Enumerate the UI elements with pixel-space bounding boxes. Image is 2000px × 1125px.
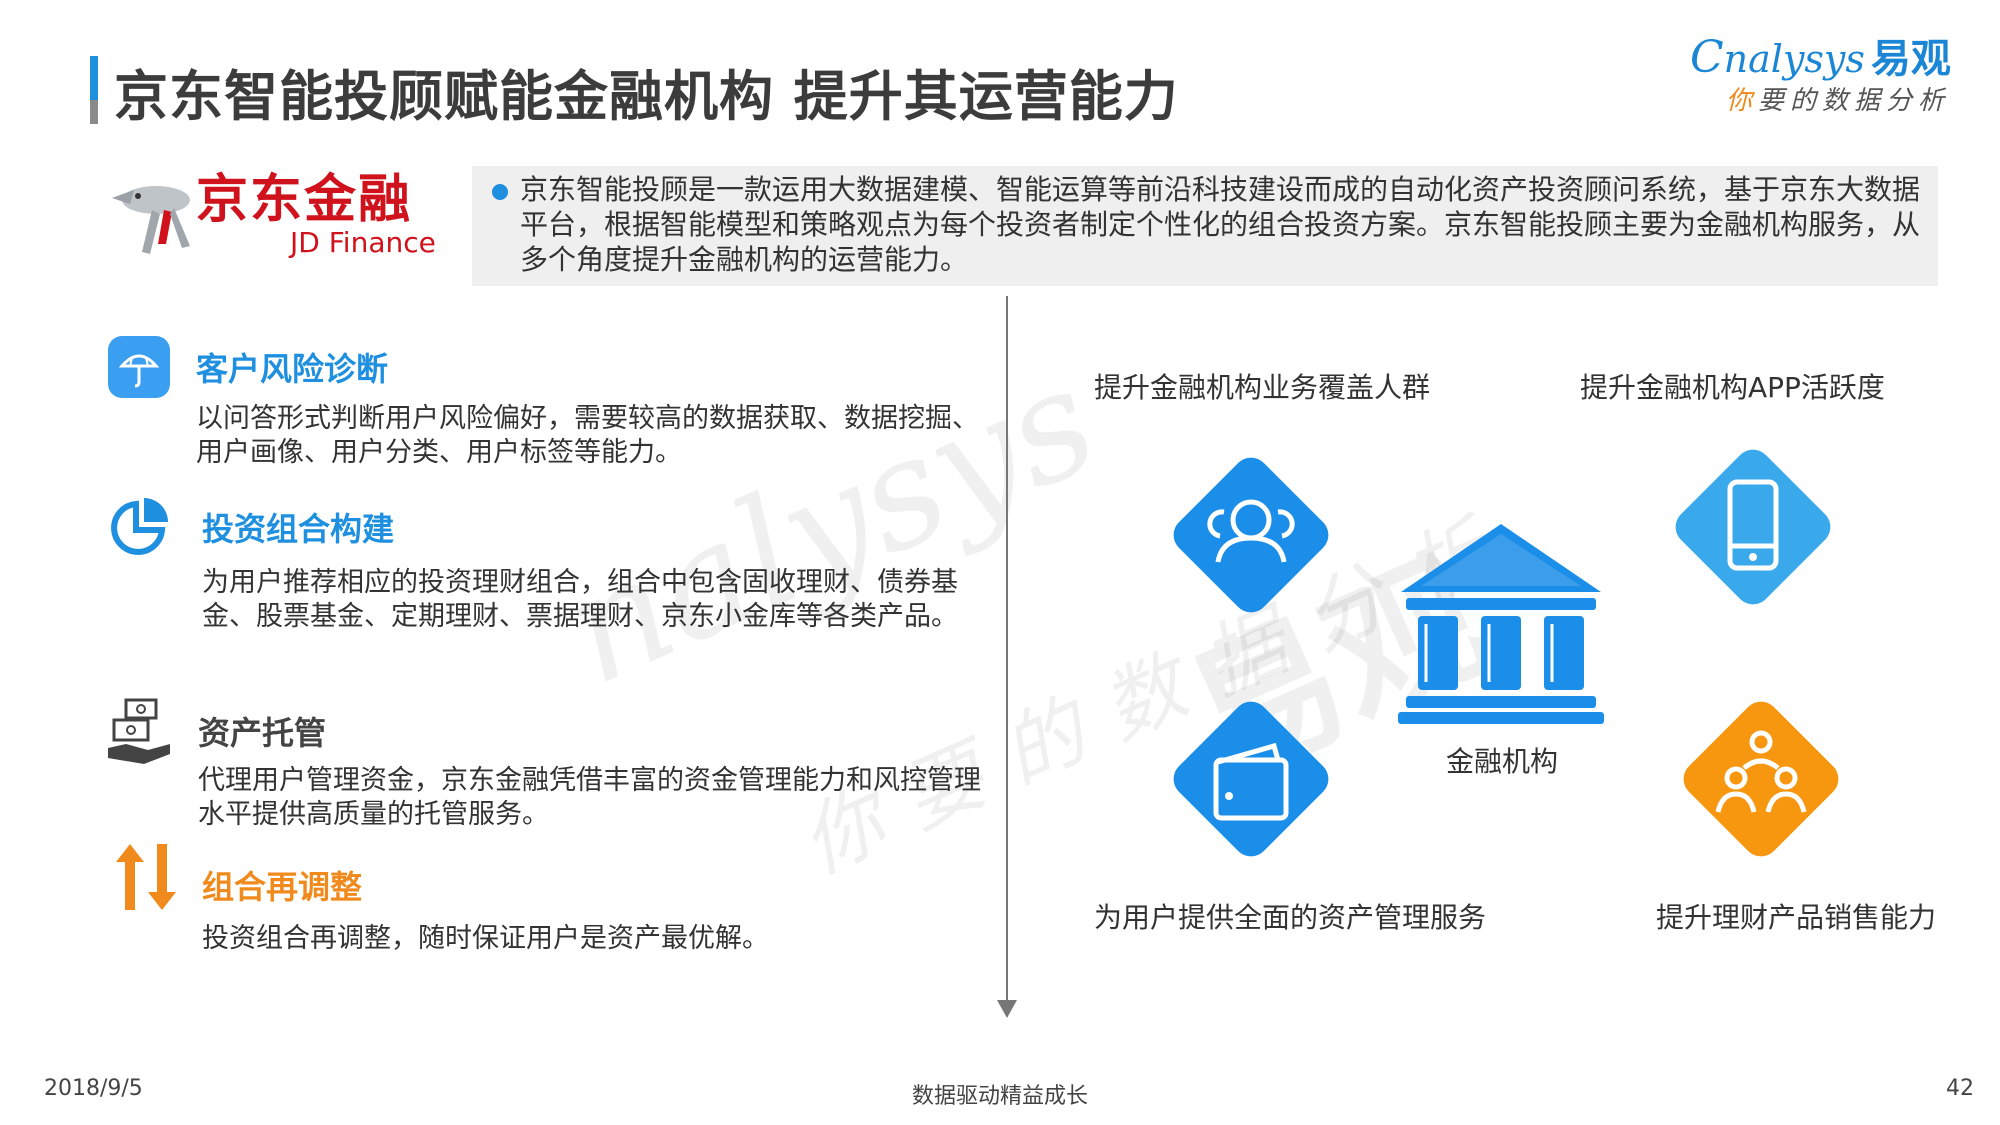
feature-title-custody: 资产托管 — [198, 714, 327, 752]
team-diamond — [1683, 701, 1839, 857]
up-down-arrows-icon — [116, 844, 176, 910]
vertical-divider — [1006, 296, 1008, 1006]
bank-icon — [1398, 524, 1604, 724]
feature-title-rebalance: 组合再调整 — [202, 868, 363, 906]
feature-desc-risk: 以问答形式判断用户风险偏好，需要较高的数据获取、数据挖掘、用户画像、用户分类、用… — [196, 403, 979, 468]
feature-title-portfolio: 投资组合构建 — [202, 510, 395, 548]
divider-arrow-icon — [997, 1000, 1017, 1018]
center-label: 金融机构 — [1446, 745, 1559, 778]
page-title: 京东智能投顾赋能金融机构 提升其运营能力 — [114, 65, 1179, 128]
bullet-dot-icon — [492, 184, 508, 200]
intro-box — [472, 166, 1938, 286]
brand-name: nalysys — [1723, 37, 1865, 81]
jd-logo-cn: 京东金融 — [196, 170, 413, 230]
wallet-icon — [1213, 742, 1289, 821]
users-diamond — [1173, 457, 1329, 613]
title-accent-bar — [90, 56, 98, 124]
feature-desc-portfolio: 为用户推荐相应的投资理财组合，组合中包含固收理财、债券基金、股票基金、定期理财、… — [202, 567, 958, 632]
users-icon — [1207, 499, 1295, 563]
team-icon — [1715, 730, 1807, 813]
title-accent-bar-gray — [90, 100, 98, 124]
footer-slogan: 数据驱动精益成长 — [912, 1084, 1089, 1109]
page-number: 42 — [1946, 1076, 1974, 1101]
pie-chart-icon — [111, 498, 168, 555]
label-top-right: 提升金融机构APP活跃度 — [1580, 371, 1885, 404]
phone-diamond — [1675, 449, 1831, 605]
intro-text: 京东智能投顾是一款运用大数据建模、智能运算等前沿科技建设而成的自动化资产投资顾问… — [520, 173, 1921, 276]
feature-desc-rebalance: 投资组合再调整，随时保证用户是资产最优解。 — [202, 923, 769, 954]
brand-slogan-first: 你 — [1725, 86, 1758, 116]
footer-date: 2018/9/5 — [44, 1076, 143, 1101]
feature-desc-custody: 代理用户管理资金，京东金融凭借丰富的资金管理能力和风控管理水平提供高质量的托管服… — [198, 765, 981, 830]
jd-logo-en: JD Finance — [290, 226, 436, 259]
brand-slogan-rest: 要的数据分析 — [1757, 86, 1950, 116]
phone-icon — [1727, 479, 1779, 571]
label-bottom-left: 为用户提供全面的资产管理服务 — [1094, 901, 1487, 934]
wallet-diamond — [1173, 701, 1329, 857]
umbrella-icon — [108, 336, 170, 398]
money-hand-icon — [108, 698, 170, 764]
watermark-latin: nalysys — [540, 333, 1121, 719]
feature-title-risk: 客户风险诊断 — [196, 350, 389, 388]
brand-cn: 易观 — [1870, 36, 1951, 82]
label-top-left: 提升金融机构业务覆盖人群 — [1094, 371, 1431, 404]
jd-dog-mascot-icon — [112, 186, 190, 254]
label-bottom-right: 提升理财产品销售能力 — [1656, 901, 1937, 934]
brand-c-icon: C — [1690, 32, 1724, 83]
